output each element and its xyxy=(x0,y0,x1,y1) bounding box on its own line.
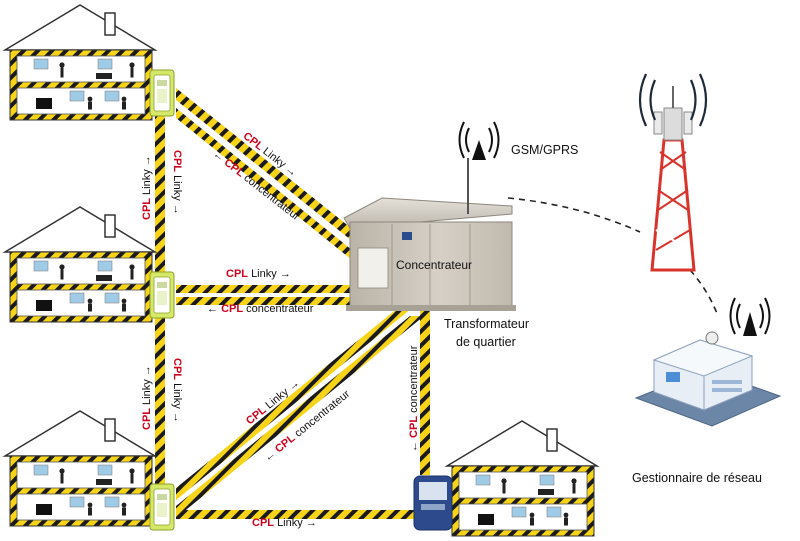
cpl-text: CPL xyxy=(221,303,244,315)
cpl-text: CPL xyxy=(141,198,153,220)
building-icon xyxy=(634,331,782,427)
house-3 xyxy=(4,410,156,527)
arrow-right: → xyxy=(171,203,183,215)
cabinet-icon xyxy=(343,197,516,311)
cable-house1-cabinet-b xyxy=(176,108,352,260)
cpl-linky-label-vert-lower-left: CPL Linky → xyxy=(141,365,154,430)
cpl-concentrator-label-vert: ← CPL concentrateur xyxy=(408,346,421,452)
house-1 xyxy=(4,4,156,121)
cpl-text: CPL xyxy=(171,358,183,380)
antenna-icon xyxy=(458,121,500,214)
linky-text: Linky xyxy=(141,169,153,195)
cable-house1-cabinet-a xyxy=(176,88,356,244)
transformer-label-line1: Transformateur xyxy=(444,317,529,331)
cpl-concentrator-label-mid: ← CPL concentrateur xyxy=(207,303,313,316)
tower-icon xyxy=(638,73,708,272)
cables xyxy=(155,88,430,519)
cable-house2-cabinet-a xyxy=(176,285,354,293)
cable-cabinet-meter xyxy=(420,305,430,475)
antenna-icon xyxy=(729,297,771,336)
cpl-text: CPL xyxy=(408,415,420,438)
gsm-label: GSM/GPRS xyxy=(511,143,579,157)
network-manager-label: Gestionnaire de réseau xyxy=(632,471,762,485)
linky-text: Linky xyxy=(251,268,277,280)
arrow-right: → xyxy=(305,517,317,529)
linky-text: Linky xyxy=(171,175,183,201)
cpl-text: CPL xyxy=(226,268,248,280)
arrow-left: ← xyxy=(207,303,218,315)
wireless-link-2 xyxy=(689,269,719,317)
linky-meter-icon xyxy=(149,271,175,319)
cable-bottom xyxy=(176,510,416,519)
arrow-right: → xyxy=(171,411,183,423)
linky-meter-icon xyxy=(149,483,175,531)
linky-text: Linky xyxy=(141,379,153,405)
arrow-left: ← xyxy=(408,441,420,452)
concentrator-text: concentrateur xyxy=(408,345,420,413)
cpl-linky-label-vert-lower-right: CPL Linky → xyxy=(170,358,183,423)
blue-meter-icon xyxy=(413,475,453,531)
cpl-linky-label-vert-upper-right: CPL Linky → xyxy=(170,150,183,215)
cpl-linky-label-bottom: CPL Linky → xyxy=(252,517,317,530)
concentrator-text: concentrateur xyxy=(246,303,314,315)
cpl-linky-label-mid: CPL Linky → xyxy=(226,268,291,281)
cpl-text: CPL xyxy=(171,150,183,172)
linky-meter-icon xyxy=(149,69,175,117)
arrow-right: → xyxy=(141,365,153,377)
arrow-right: → xyxy=(279,268,291,280)
cpl-linky-label-vert-upper-left: CPL Linky → xyxy=(141,155,154,220)
linky-text: Linky xyxy=(277,517,303,529)
cpl-text: CPL xyxy=(252,517,274,529)
linky-text: Linky xyxy=(171,383,183,409)
arrow-right: → xyxy=(141,155,153,167)
house-4 xyxy=(446,420,598,537)
cpl-text: CPL xyxy=(141,408,153,430)
house-2 xyxy=(4,206,156,323)
cable-house3-cabinet-a xyxy=(176,308,412,500)
cable-house2-cabinet-b xyxy=(176,297,354,305)
wireless-link-1 xyxy=(507,197,641,233)
concentrator-label: Concentrateur xyxy=(396,258,473,272)
cable-house3-cabinet-b xyxy=(176,316,424,518)
transformer-label-line2: de quartier xyxy=(456,335,516,349)
